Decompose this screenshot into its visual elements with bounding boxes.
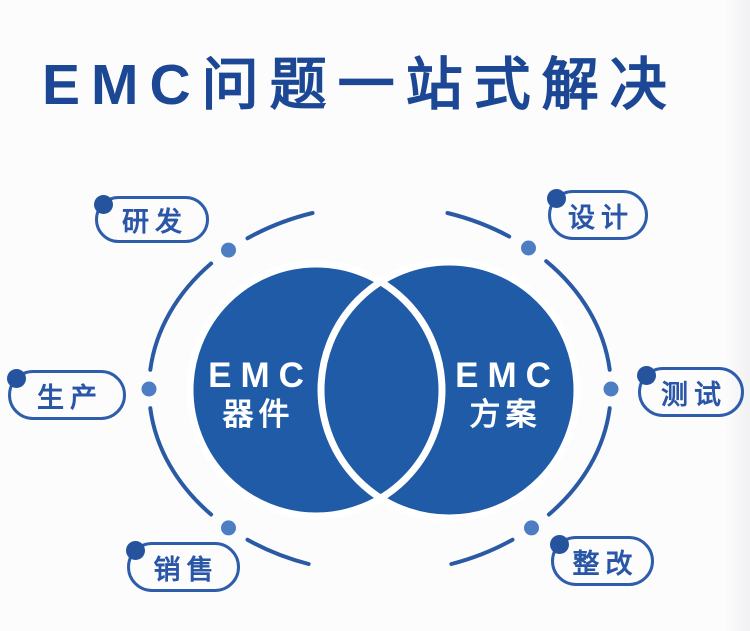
pill-corner-dot <box>94 195 113 214</box>
page-title: EMC问题一站式解决 <box>42 53 678 118</box>
pill-corner-dot <box>547 189 566 208</box>
orbit-arc-segment <box>546 406 612 517</box>
pill-production: 生产 <box>7 369 126 420</box>
pill-corner-dot <box>637 366 656 385</box>
pill-research: 研发 <box>94 195 209 243</box>
pill-sales: 销售 <box>126 541 240 592</box>
orbit-node-dot <box>521 240 536 256</box>
orbit-node-dot <box>221 242 236 258</box>
pill-label: 测试 <box>661 379 727 410</box>
right-edge-shade <box>724 0 750 631</box>
orbit-node-dot <box>603 381 619 397</box>
venn-right-circle <box>321 262 577 518</box>
orbit-ring <box>148 211 612 566</box>
left-circle-label-line2: 器件 <box>222 397 295 432</box>
pill-rectification: 整改 <box>550 535 654 586</box>
orbit-node-dot <box>141 381 157 397</box>
pill-corner-dot <box>550 535 569 554</box>
pill-label: 销售 <box>153 554 220 585</box>
right-circle-label-line1: EMC <box>455 356 560 395</box>
orbit-node-dot <box>524 520 539 536</box>
right-circle-label-line2: 方案 <box>469 397 542 432</box>
orbit-arc-segment <box>544 259 612 372</box>
venn-left-circle-outline <box>186 260 446 520</box>
pill-label: 生产 <box>37 382 103 413</box>
pill-corner-dot <box>7 369 26 388</box>
venn-diagram <box>186 258 581 522</box>
orbit-arc-segment <box>245 537 311 566</box>
orbit-arc-segment <box>148 406 214 517</box>
pill-design: 设计 <box>547 189 648 240</box>
left-circle-label: EMC 器件 <box>171 356 341 433</box>
orbit-arc-segment <box>449 537 515 566</box>
left-circle-label-line1: EMC <box>208 356 313 395</box>
pill-testing: 测试 <box>637 366 744 417</box>
orbit-arc-segment <box>148 261 214 372</box>
right-circle-label: EMC 方案 <box>418 356 588 433</box>
pill-label: 研发 <box>122 207 188 237</box>
orbit-arc-segment <box>245 211 315 241</box>
orbit-arc-segment <box>445 211 512 239</box>
venn-right-circle-outline <box>317 258 581 522</box>
pill-label: 整改 <box>572 548 639 579</box>
pill-label: 设计 <box>568 202 634 233</box>
orbit-dots <box>141 240 619 536</box>
pill-corner-dot <box>126 541 145 560</box>
orbit-node-dot <box>221 520 236 536</box>
